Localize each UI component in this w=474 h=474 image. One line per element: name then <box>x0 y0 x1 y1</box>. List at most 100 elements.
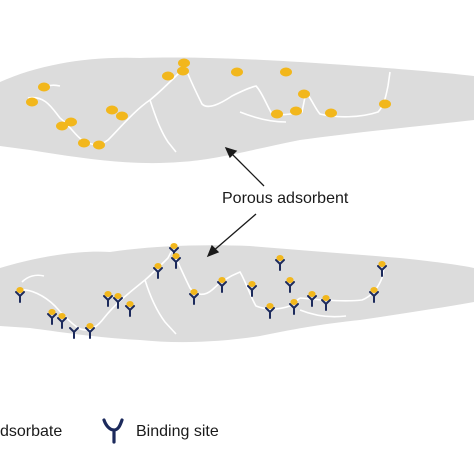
adsorbate-molecule <box>104 291 112 297</box>
arrow-to-top-adsorbent <box>229 151 265 187</box>
y-shaped-receptor-icon <box>153 267 163 279</box>
binding-site <box>265 303 275 319</box>
adsorbate-molecule <box>280 67 292 77</box>
top-pore-channel <box>305 71 391 118</box>
porous-adsorbent-label: Porous adsorbent <box>222 190 349 207</box>
adsorbate-molecule <box>190 289 198 295</box>
y-shaped-receptor-icon <box>171 257 181 269</box>
adsorbate-molecule <box>78 138 90 148</box>
callout-arrows <box>206 146 265 258</box>
y-shaped-receptor-icon <box>47 313 57 325</box>
adsorbate-molecule <box>378 261 386 267</box>
adsorbate-molecule <box>26 97 38 107</box>
y-shaped-receptor-icon <box>247 285 257 297</box>
y-shaped-receptor-icon <box>307 295 317 307</box>
binding-site <box>15 287 25 303</box>
adsorbate-molecule <box>290 106 302 116</box>
binding-site <box>153 263 163 279</box>
adsorbate-molecule <box>178 58 190 68</box>
legend-adsorbate-label: dsorbate <box>0 423 63 440</box>
adsorbate-molecule <box>266 303 274 309</box>
adsorbate-molecule <box>106 105 118 115</box>
y-shaped-receptor-icon <box>285 281 295 293</box>
binding-site <box>103 291 113 307</box>
y-shaped-receptor-icon <box>113 297 123 309</box>
adsorbate-molecule <box>38 82 50 92</box>
top-adsorbate-group <box>26 58 391 150</box>
bottom-pore-channel <box>299 267 385 302</box>
adsorbate-molecule <box>86 323 94 329</box>
adsorbate-molecule <box>126 301 134 307</box>
binding-site <box>47 309 57 325</box>
binding-site <box>369 287 379 303</box>
adsorbate-molecule <box>271 109 283 119</box>
y-shaped-receptor-icon <box>85 327 95 339</box>
adsorbate-molecule <box>379 99 391 109</box>
binding-site <box>125 301 135 317</box>
y-shaped-receptor-icon <box>189 293 199 305</box>
adsorbate-molecule <box>322 295 330 301</box>
adsorbate-molecule <box>276 255 284 261</box>
adsorbate-molecule <box>248 281 256 287</box>
y-shaped-receptor-icon <box>369 291 379 303</box>
adsorbate-molecule <box>116 111 128 121</box>
binding-site <box>377 261 387 277</box>
top-pore-channel <box>149 99 177 153</box>
adsorbate-molecule <box>231 67 243 77</box>
top-porous-adsorbent <box>0 57 474 164</box>
adsorbate-molecule <box>48 309 56 315</box>
adsorbate-molecule <box>290 299 298 305</box>
adsorbate-molecule <box>162 71 174 81</box>
adsorbate-molecule <box>56 121 68 131</box>
adsorbate-molecule <box>65 117 77 127</box>
adsorbate-molecule <box>218 277 226 283</box>
binding-site <box>217 277 227 293</box>
adsorbate-molecule <box>286 277 294 283</box>
bottom-pore-channel <box>171 249 301 310</box>
adsorbate-molecule <box>114 293 122 299</box>
y-shaped-receptor-icon <box>289 303 299 315</box>
top-pore-channel <box>239 111 287 123</box>
y-shaped-receptor-icon <box>265 307 275 319</box>
binding-site <box>171 253 181 269</box>
bottom-adsorbent-body <box>0 245 474 343</box>
y-shaped-receptor-icon <box>15 291 25 303</box>
bottom-binding-site-group <box>15 243 387 339</box>
adsorbate-molecule <box>325 108 337 118</box>
y-shaped-receptor-icon <box>321 299 331 311</box>
adsorbate-molecule <box>170 243 178 249</box>
bottom-pore-channel <box>21 274 45 283</box>
arrow-head-bottom <box>206 244 220 258</box>
adsorbate-molecule <box>154 263 162 269</box>
binding-site <box>307 291 317 307</box>
binding-site <box>113 293 123 309</box>
adsorbate-molecule <box>370 287 378 293</box>
binding-site <box>247 281 257 297</box>
y-shaped-receptor-icon <box>69 327 79 339</box>
binding-site <box>85 323 95 339</box>
y-shaped-receptor-icon <box>103 295 113 307</box>
adsorbate-molecule <box>16 287 24 293</box>
y-shaped-receptor-icon <box>217 281 227 293</box>
adsorbate-molecule <box>58 313 66 319</box>
binding-site <box>321 295 331 311</box>
arrow-head-top <box>224 146 238 159</box>
y-shaped-receptor-icon <box>125 305 135 317</box>
adsorbate-molecule <box>308 291 316 297</box>
adsorbate-molecule <box>93 140 105 150</box>
adsorbate-molecule <box>177 66 189 76</box>
binding-site <box>69 327 79 339</box>
legend-binding-site-label: Binding site <box>136 423 219 440</box>
adsorbate-molecule <box>172 253 180 259</box>
binding-site <box>285 277 295 293</box>
y-shaped-receptor-icon <box>102 418 124 444</box>
y-shaped-receptor-icon <box>57 317 67 329</box>
binding-site <box>57 313 67 329</box>
top-adsorbent-body <box>0 57 474 164</box>
y-shaped-receptor-icon <box>377 265 387 277</box>
bottom-porous-adsorbent <box>0 243 474 343</box>
bottom-pore-channel <box>144 279 177 335</box>
binding-site <box>189 289 199 305</box>
adsorbate-molecule <box>298 89 310 99</box>
